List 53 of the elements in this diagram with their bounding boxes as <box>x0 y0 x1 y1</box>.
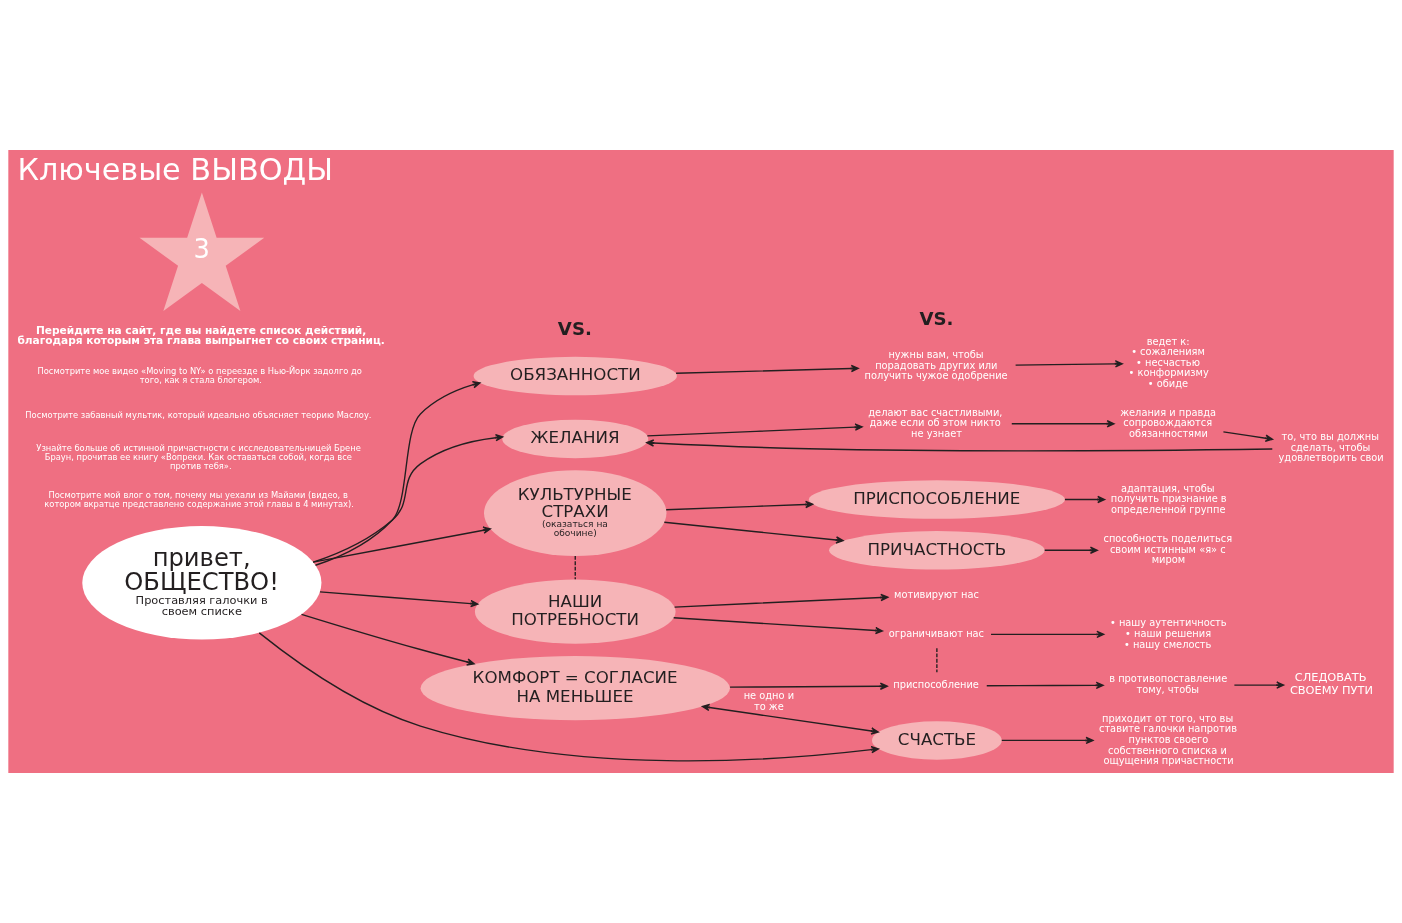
diagram-title: Ключевые ВЫВОДЫ <box>17 152 333 188</box>
arrow <box>314 381 481 566</box>
label: Перейдите на сайт, где вы найдете список действий, благодаря которым эта глава выпрыгнет со своих страниц. <box>17 323 385 347</box>
arrow <box>1001 736 1094 745</box>
label: Узнайте больше об истинной причастности с исследовательницей Брене Браун, прочитав ее книгу «Вопреки. Как оставаться собой, когда все против тебя». <box>36 442 361 472</box>
arrow <box>673 593 889 608</box>
arrow <box>258 632 880 762</box>
node-text: ограничивают нас <box>888 627 984 639</box>
arrow <box>673 617 884 635</box>
node-text: приспособление <box>893 679 979 691</box>
node-text: желания и правда сопровождаются обязанностями <box>1120 406 1217 439</box>
node-ellipse: ПРИЧАСТНОСТЬ <box>829 531 1045 570</box>
node-text: адаптация, чтобы получить признание в определенной группе <box>1110 482 1227 515</box>
label: Посмотрите забавный мультик, который идеально объясняет теорию Маслоу. <box>25 409 372 420</box>
arrow <box>646 423 863 437</box>
arrow <box>986 681 1104 690</box>
label: VS. <box>919 308 954 330</box>
arrow <box>300 613 475 666</box>
connector <box>574 555 576 580</box>
node-text: в противопоставление тому, чтобы <box>1109 673 1228 695</box>
node-text: способность поделиться своим истинным «я» с миром <box>1103 533 1233 566</box>
node-ellipse: ПРИСПОСОБЛЕНИЕ <box>808 480 1065 519</box>
arrow <box>312 433 504 563</box>
node-text: нужны вам, чтобы порадовать других или получить чужое одобрение <box>864 349 1008 382</box>
arrow <box>646 439 1273 452</box>
arrow <box>312 526 491 563</box>
arrow <box>319 591 479 608</box>
node-text: делают вас счастливыми, даже если об этом никто не узнает <box>868 406 1003 439</box>
arrow <box>701 703 879 735</box>
arrow <box>1044 546 1098 554</box>
node-text: СЛЕДОВАТЬ СВОЕМУ ПУТИ <box>1289 670 1373 698</box>
node-ellipse: НАШИ ПОТРЕБНОСТИ <box>474 579 676 644</box>
node-text: то, что вы должны сделать, чтобы удовлетворить свои <box>1278 430 1384 464</box>
connector <box>936 647 938 673</box>
node-ellipse: привет, ОБЩЕСТВО! Проставляя галочки в своем списке <box>82 526 322 640</box>
arrow <box>663 521 844 544</box>
node-text: ведет к: • сожалениям • несчастью • конформизму • обиде <box>1128 335 1209 389</box>
label: VS. <box>557 318 592 340</box>
label: Посмотрите мой влог о том, почему мы уехали из Майами (видео, в котором вкратце представлено содержание этой главы в 4 минутах). <box>44 489 354 509</box>
edge-label: не одно и то же <box>743 690 795 712</box>
arrow <box>990 630 1105 639</box>
node-text: мотивируют нас <box>894 588 979 600</box>
arrow <box>1011 420 1115 428</box>
arrow <box>1064 495 1106 504</box>
label: Посмотрите мое видео «Moving to NY» о переезде в Нью-Йорк задолго до того, как я стала блогером. <box>37 365 362 385</box>
arrow <box>1014 360 1123 368</box>
arrow <box>729 682 888 690</box>
node-text: • нашу аутентичность • наши решения • нашу смелость <box>1109 617 1227 650</box>
node-text: приходит от того, что вы ставите галочки напротив пунктов своего собственного списка и ощущения причастности <box>1098 712 1237 767</box>
node-ellipse: ЖЕЛАНИЯ <box>502 419 649 459</box>
arrow <box>1222 431 1274 442</box>
arrow <box>665 500 814 511</box>
arrow <box>1233 681 1285 689</box>
